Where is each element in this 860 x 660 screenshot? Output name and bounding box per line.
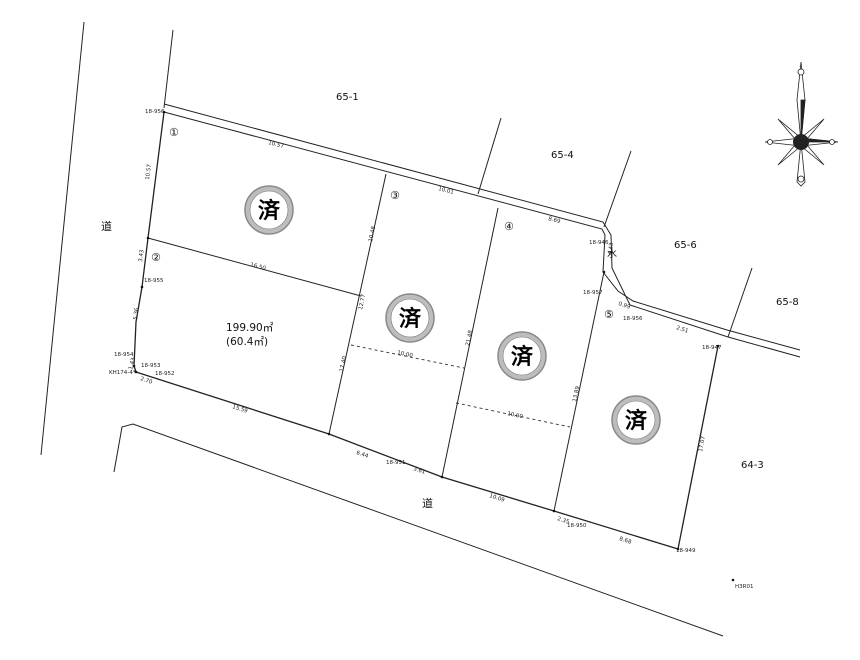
dim-frontage-1: 10.00 (397, 350, 414, 359)
dim-bottom-3: 6.44 (355, 450, 369, 460)
sold-badge-lot5: 済 (611, 395, 661, 445)
sold-badge-text: 済 (511, 344, 534, 370)
point-label: 18-952 (155, 371, 174, 377)
bottom-road-edge (113, 423, 724, 637)
dim-lot5-right-2: 0.99 (617, 301, 631, 311)
dim-lot3-lot4: 21.48 (465, 329, 474, 346)
dim-lot3-left-3: 17.40 (339, 355, 348, 372)
lot-number-5: ⑤ (604, 308, 614, 321)
neighbor-line-65-6 (603, 150, 632, 228)
point-label: 18-954 (114, 352, 134, 358)
dim-lot5-right-3: 2.51 (675, 325, 689, 334)
dim-left-1: 10.57 (145, 163, 153, 180)
neighbor-line-65-8 (727, 267, 753, 338)
sold-badge-lot4: 済 (497, 331, 547, 381)
dim-frontage-2: 10.00 (507, 411, 524, 420)
point-label: 18-957 (583, 290, 603, 296)
point-label: 18-955 (144, 278, 164, 284)
dim-left-2: 3.43 (138, 249, 146, 262)
lot-number-3: ③ (390, 189, 400, 202)
point-label: 18-956 (145, 109, 165, 115)
dim-top-1: 10.57 (267, 140, 284, 150)
point-label: KH174-4* (109, 370, 136, 376)
point-label: 18-956 (623, 316, 643, 322)
dim-lot3-left-2: 12.77 (358, 293, 367, 310)
lot-boundary-right (677, 345, 719, 550)
dim-top-2: 10.01 (437, 186, 454, 196)
survey-point-markers (132, 110, 735, 582)
lot-boundary-left (133, 111, 165, 373)
top-boundary-lower (163, 111, 801, 351)
north-arrow-icon (764, 61, 839, 187)
dim-bottom-2: 15.59 (231, 404, 248, 415)
parcel-label-65-1: 65-1 (336, 92, 359, 103)
point-label: 18-946 (589, 240, 609, 246)
sold-badge-lot1: 済 (244, 185, 294, 235)
dim-bottom-1: 2.70 (139, 376, 153, 386)
frontage-dashed-2 (455, 402, 571, 428)
dim-bottom-7: 8.68 (618, 536, 632, 546)
road-label-left: 道 (101, 219, 112, 233)
dim-lot5-right-1: 4.43 (608, 242, 615, 255)
parcel-label-65-8: 65-8 (776, 297, 799, 308)
point-label: 18-947 (702, 345, 722, 351)
sold-badge-text: 済 (258, 198, 281, 224)
lot-number-4: ④ (504, 220, 514, 233)
lot-number-2: ② (151, 251, 161, 264)
dim-top-3: 8.69 (547, 216, 561, 225)
dim-left-4: 1.43 (128, 357, 137, 371)
point-label: 18-949 (676, 548, 696, 554)
divider-lot1-lot2 (147, 237, 362, 297)
dim-lot4-lot5: 13.89 (572, 385, 581, 402)
frontage-dashed-1 (350, 344, 465, 369)
dim-bottom-6: 2.35 (556, 516, 570, 526)
dim-lot5-right-4: 17.07 (698, 435, 707, 452)
divider-lot2-lot3 (328, 173, 387, 435)
left-road-edge (40, 21, 85, 456)
point-label: 18-953 (141, 363, 161, 369)
parcel-label-65-6: 65-6 (674, 240, 697, 251)
lot2-area-sqm: 199.90㎡ (226, 322, 274, 334)
divider-lot3-lot4 (441, 207, 499, 478)
neighbor-line-65-4 (477, 117, 502, 195)
parcel-label-64-3: 64-3 (741, 460, 764, 471)
divider-lot4-lot5 (553, 271, 605, 512)
water-mark: 水 (607, 248, 617, 260)
road-label-bottom: 道 (422, 496, 433, 510)
point-label: 18-951 (386, 460, 405, 466)
dim-bottom-4: 3.61 (412, 466, 426, 475)
parcel-label-65-4: 65-4 (551, 150, 574, 161)
sold-badge-text: 済 (625, 408, 648, 434)
dim-lot3-left-1: 10.48 (368, 225, 377, 242)
point-label: 18-950 (567, 523, 587, 529)
sold-badge-text: 済 (399, 306, 422, 332)
dim-bottom-5: 10.09 (488, 493, 505, 504)
dim-lot1-lot2: 16.50 (249, 262, 266, 272)
lot-number-1: ① (169, 126, 179, 139)
dim-left-3: 5.36 (133, 307, 141, 320)
sold-badge-lot3: 済 (385, 293, 435, 343)
lot2-area-tsubo: (60.4㎡) (226, 336, 268, 348)
point-label: H3R01 (735, 584, 753, 590)
parcel-65-1-edge (163, 29, 174, 109)
